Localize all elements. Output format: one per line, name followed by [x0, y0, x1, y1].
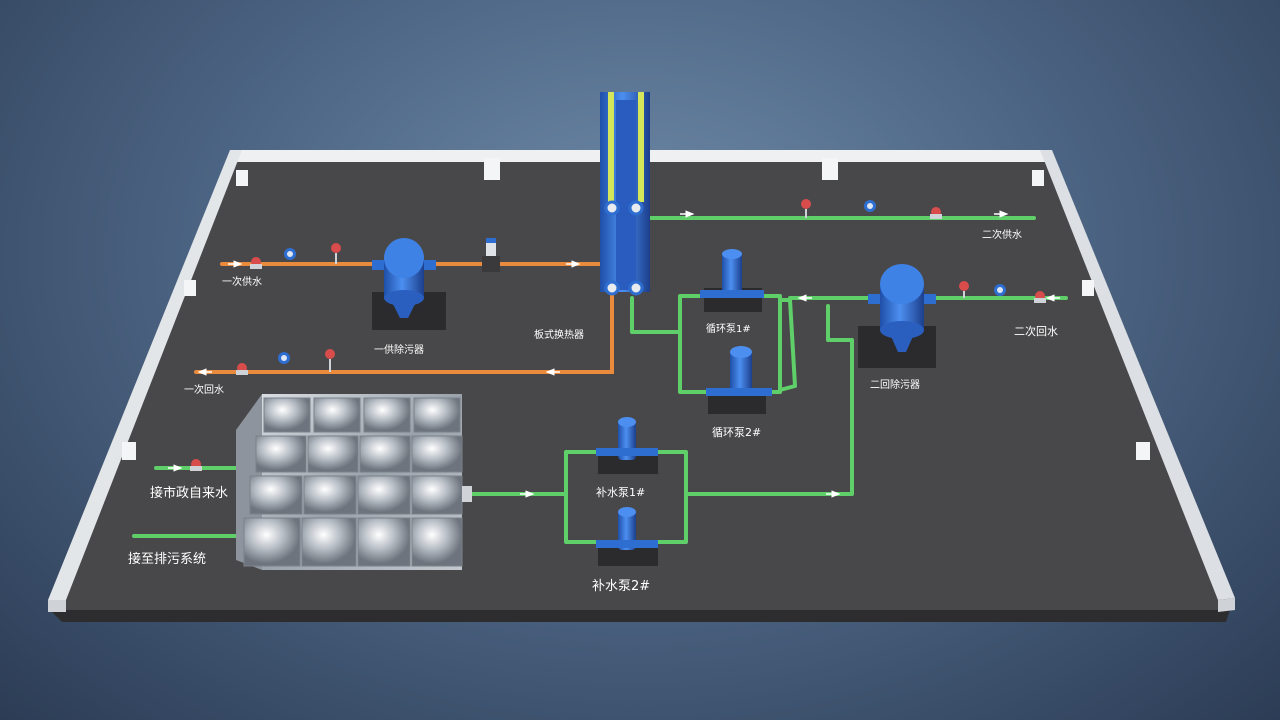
secondary-supply-label: 二次供水: [982, 228, 1022, 241]
makeup-loop: [564, 450, 688, 544]
circulation-pump-2: [706, 346, 772, 414]
makeup-pump-2-label: 补水泵2#: [592, 579, 650, 594]
circ-link: [778, 298, 797, 392]
labels: 一次供水 一次回水 一供除污器 板式换热器 二次供水 二次回水 二回除污器 循环…: [128, 228, 1058, 594]
circulation-pump-1-label: 循环泵1#: [706, 322, 751, 335]
primary-strainer: [372, 238, 446, 330]
circulation-pump-1: [700, 249, 764, 312]
plate-heat-exchanger-label: 板式换热器: [534, 328, 584, 341]
valve-icon: [190, 459, 202, 471]
valve-icon: [236, 363, 248, 375]
valve-icon: [250, 257, 262, 269]
circulation-pump-2-label: 循环泵2#: [712, 426, 761, 439]
primary-return-pipe: [194, 288, 614, 374]
tank-panels: [243, 397, 463, 567]
sewage-outlet-label: 接至排污系统: [128, 551, 206, 567]
primary-supply-label: 一次供水: [222, 275, 262, 288]
wall-left: [48, 150, 242, 600]
wall-right-front: [1218, 598, 1235, 612]
thermometer-icon: [801, 199, 811, 218]
floor-edge: [50, 610, 1230, 622]
makeup-riser: [684, 304, 854, 496]
makeup-pump-1-label: 补水泵1#: [596, 486, 645, 499]
makeup-pump-2: [596, 507, 658, 566]
gauge-icon: [278, 352, 290, 364]
gauge-icon: [864, 200, 876, 212]
thermometer-icon: [959, 281, 969, 298]
city-water-inlet-label: 接市政自来水: [150, 485, 228, 501]
wall-left-front: [48, 600, 66, 612]
secondary-strainer-label: 二回除污器: [870, 378, 920, 391]
makeup-pump-1: [596, 417, 658, 474]
primary-return-label: 一次回水: [184, 383, 224, 396]
primary-flow-arrows: [197, 260, 581, 376]
plate-heat-exchanger: [600, 92, 650, 296]
primary-strainer-label: 一供除污器: [374, 343, 424, 356]
secondary-flow-arrows: [168, 210, 1060, 498]
wall-pillars: [122, 158, 1150, 460]
gauge-icon: [284, 248, 296, 260]
secondary-return-label: 二次回水: [1014, 324, 1058, 338]
wall-right: [1040, 150, 1235, 600]
secondary-strainer: [858, 264, 936, 368]
thermometer-icon: [331, 243, 341, 264]
thermometer-icon: [325, 349, 335, 372]
inline-instruments: [190, 199, 1046, 471]
valve-icon: [1034, 291, 1046, 303]
water-tank: [236, 394, 472, 570]
check-valve-icon: [482, 238, 500, 272]
valve-icon: [930, 207, 942, 219]
gauge-icon: [994, 284, 1006, 296]
